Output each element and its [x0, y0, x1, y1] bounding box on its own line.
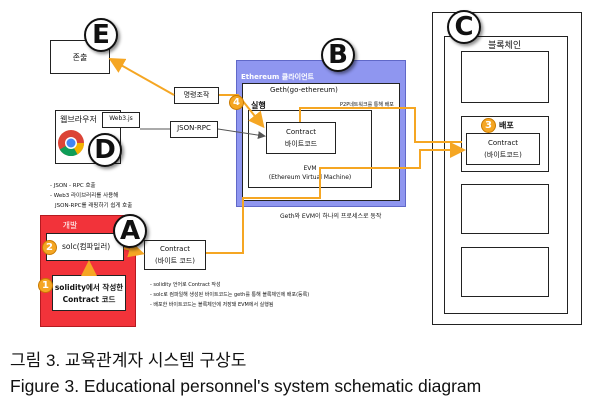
browser-note-3: JSON-RPC를 래핑하기 쉽게 호출	[55, 203, 133, 209]
step-2-marker: 2	[42, 240, 57, 255]
caption-english: Figure 3. Educational personnel's system…	[10, 376, 482, 396]
web3js-box	[102, 112, 140, 128]
web3js-label: Web3.js	[109, 115, 133, 122]
solidity-line2: Contract 코드	[62, 295, 116, 304]
blockchain-contract-line1: Contract	[487, 139, 519, 147]
blockchain-contract-box	[466, 133, 540, 165]
contract-inner-line2: 바이트코드	[284, 140, 318, 148]
block-4	[461, 247, 549, 297]
jsonrpc-label: JSON-RPC	[177, 124, 211, 132]
browser-logo-icon	[58, 130, 85, 157]
output-label: 존출	[72, 53, 88, 62]
dev-note-2: - solc로 컴파일해 생성된 바이트코드는 geth를 통해 블록체인에 배…	[150, 292, 310, 298]
dev-note-1: - solidity 언어로 Contract 작성	[150, 282, 221, 288]
solc-label: solc(컴파일러)	[62, 242, 111, 251]
caption-korean: 그림 3. 교육관계자 시스템 구상도	[10, 351, 247, 370]
exec-label: 실행	[251, 101, 266, 110]
step-4-marker: 4	[229, 95, 244, 110]
contract-output-line1: Contract	[159, 245, 191, 253]
contract-output-line2: (바이트 코드)	[155, 257, 195, 265]
block-1	[461, 51, 549, 103]
ethereum-client-label: Ethereum 클라이언트	[241, 73, 314, 81]
arrow-command-to-output	[108, 58, 175, 96]
browser-note-1: - JSON - RPC 호출	[50, 183, 96, 189]
command-label: 명령조작	[183, 91, 210, 99]
browser-label: 웹브라우저	[60, 115, 97, 124]
marker-e: E	[84, 18, 118, 52]
contract-inner-line1: Contract	[285, 128, 317, 136]
contract-output-box	[144, 240, 206, 270]
p2p-label: P2P네트워크를 통해 배포	[340, 102, 394, 108]
blockchain-contract-line2: (바이트코드)	[484, 151, 522, 159]
contract-inner-box	[266, 122, 336, 154]
geth-label: Geth(go-ethereum)	[270, 86, 338, 94]
marker-a: A	[113, 214, 147, 248]
evm-line1: EVM	[303, 165, 317, 172]
step-1-marker: 1	[38, 278, 53, 293]
jsonrpc-box	[170, 121, 218, 138]
marker-c: C	[447, 10, 481, 44]
block-3	[461, 184, 549, 234]
arrow-solc-to-contract	[123, 241, 145, 258]
solidity-line1: solidity에서 작성한	[54, 283, 124, 292]
command-box	[174, 87, 219, 104]
geth-note: Geth와 EVM이 하나의 프로세스로 동작	[280, 213, 382, 220]
p2p-line	[299, 107, 462, 143]
dev-label: 개발	[62, 221, 78, 230]
blockchain-label: 블록체인	[488, 41, 522, 51]
browser-note-2: - Web3 라이브러리를 사용해	[50, 193, 119, 199]
evm-line2: (Ethereum Virtual Machine)	[268, 174, 352, 181]
deploy-label: 배포	[499, 121, 514, 130]
dev-note-3: - 배포한 바이트코드는 블록체인에 저장돼 EVM에서 실행됨	[150, 302, 274, 308]
marker-d: D	[88, 133, 122, 167]
step-3-marker: 3	[481, 118, 496, 133]
marker-b: B	[321, 38, 355, 72]
line-jsonrpc-to-geth	[217, 128, 266, 140]
arrow-contract-to-geth	[206, 142, 466, 254]
